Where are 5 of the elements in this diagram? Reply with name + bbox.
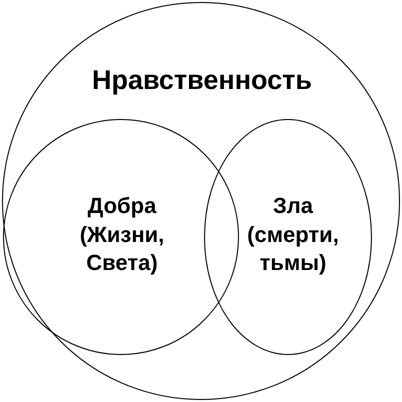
circle-label: Зла (смерти, тьмы) xyxy=(246,192,340,278)
circle-label: Нравственность xyxy=(90,64,314,97)
inner-circle xyxy=(204,119,372,355)
circle-label: Добра (Жизни, Света) xyxy=(78,192,166,278)
inner-circle xyxy=(3,119,239,355)
